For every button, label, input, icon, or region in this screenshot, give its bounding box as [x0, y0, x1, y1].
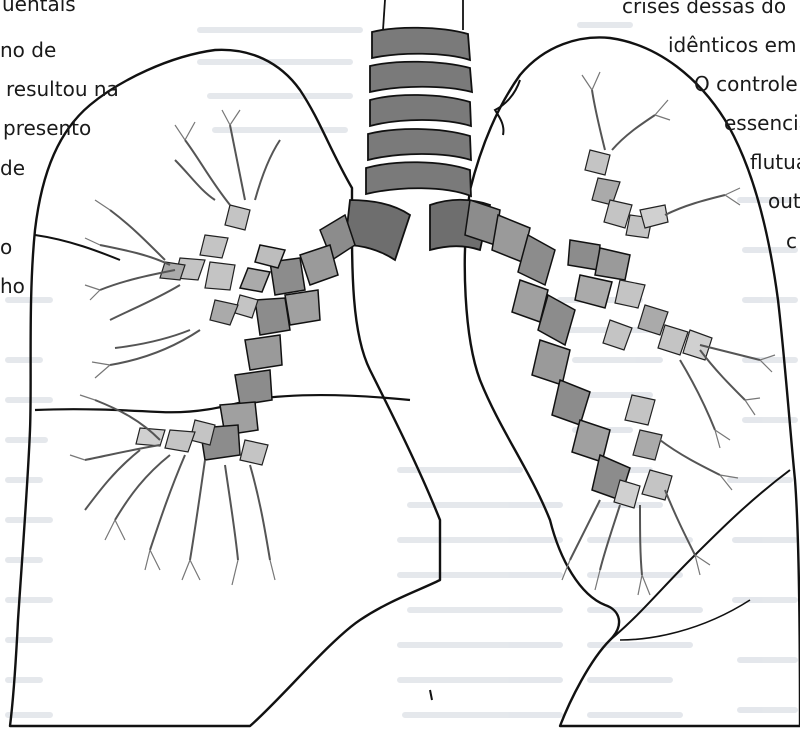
left-text-line-6: o	[0, 237, 12, 257]
right-text-line-5: flutua	[750, 152, 800, 172]
left-text-line-2: no de	[0, 40, 56, 60]
right-text-line-2: idênticos em	[668, 35, 796, 55]
right-text-line-4: essencia	[724, 113, 800, 133]
right-text-line-7: c	[786, 231, 797, 251]
right-lung-lower-lobe	[620, 600, 750, 640]
left-text-line-7: ho	[0, 276, 25, 296]
bottom-detail-mark	[430, 690, 432, 700]
right-text-line-6: out	[768, 191, 800, 211]
left-text-line-5: de	[0, 158, 25, 178]
right-lung-inner-edge	[495, 80, 520, 135]
right-text-line-1: crises dessas do	[622, 0, 786, 16]
right-text-line-3: O controle	[694, 74, 798, 94]
left-text-line-3: resultou na	[6, 79, 119, 99]
left-text-line-1: uentais	[2, 0, 76, 14]
left-airway-fine	[70, 110, 275, 585]
right-lung-outline	[465, 37, 800, 726]
left-lung-fissure-upper	[35, 235, 120, 260]
right-main-bronchus	[465, 200, 630, 500]
left-text-line-4: presento	[3, 118, 91, 138]
